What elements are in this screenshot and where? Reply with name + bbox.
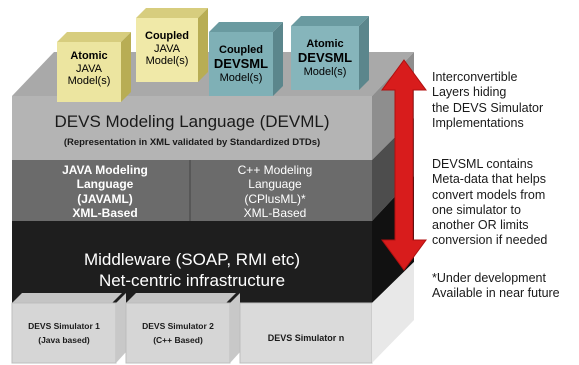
javaml-line4: XML-Based bbox=[72, 206, 138, 221]
cube-2-front bbox=[136, 18, 198, 82]
cube-atomic-java-label: Atomic JAVA Model(s) bbox=[57, 50, 121, 88]
simulator-2-box bbox=[125, 302, 231, 364]
devsml-line4: one simulator to bbox=[432, 202, 521, 217]
cube-4-line2: DEVSML bbox=[297, 49, 353, 65]
cube-1-line3: Model(s) bbox=[67, 75, 111, 88]
cube-4-side bbox=[359, 16, 369, 90]
simulator-2-line2: (C++ Based) bbox=[153, 334, 203, 345]
layers-annotation: Interconvertible Layers hiding the DEVS … bbox=[432, 70, 577, 131]
simulator-2-top bbox=[126, 293, 236, 303]
cube-4-line3: Model(s) bbox=[303, 65, 347, 78]
cube-4-top bbox=[291, 16, 369, 26]
middleware-label: Middleware (SOAP, RMI etc) Net-centric i… bbox=[12, 249, 372, 292]
devsml-line6: conversion if needed bbox=[432, 233, 548, 248]
cube-2-side bbox=[198, 8, 208, 82]
devsml-annotation: DEVSML contains Meta-data that helps con… bbox=[432, 157, 577, 249]
middleware-line2: Net-centric infrastructure bbox=[98, 271, 286, 291]
footnote-line1: *Under development bbox=[432, 271, 546, 285]
devsml-line5: another OR limits bbox=[432, 218, 529, 232]
simulator-2-side bbox=[230, 293, 240, 363]
cube-3-line1: Coupled bbox=[219, 44, 263, 56]
devsml-line2: Meta-data that helps bbox=[432, 172, 546, 187]
devml-title: DEVS Modeling Language (DEVML) bbox=[54, 112, 330, 131]
cube-4-line1: Atomic bbox=[306, 38, 344, 50]
layers-line3: the DEVS Simulator bbox=[432, 100, 544, 115]
lang-front-face bbox=[12, 160, 372, 221]
simulator-2-line1: DEVS Simulator 2 bbox=[142, 321, 214, 331]
cplusml-line2: Language bbox=[248, 177, 302, 192]
simulator-1-top bbox=[12, 293, 122, 303]
javaml-line3: (JAVAML) bbox=[77, 191, 133, 206]
simulator-1-line1: DEVS Simulator 1 bbox=[28, 321, 100, 331]
cube-atomic-devsml-label: Atomic DEVSML Model(s) bbox=[291, 38, 359, 78]
simulator-n-line1: DEVS Simulator n bbox=[267, 333, 345, 343]
simulator-n-label: DEVS Simulator n bbox=[240, 333, 372, 343]
layers-line1: Interconvertible bbox=[432, 70, 518, 84]
cube-coupled-devsml-label: Coupled DEVSML Model(s) bbox=[209, 44, 273, 84]
simulator-n-box bbox=[239, 302, 373, 364]
simulator-1-side bbox=[116, 293, 126, 363]
cube-1-side bbox=[121, 32, 131, 102]
devml-subtitle: (Representation in XML validated by Stan… bbox=[63, 137, 321, 148]
cube-coupled-java-label: Coupled JAVA Model(s) bbox=[136, 30, 198, 68]
javaml-box: JAVA Modeling Language (JAVAML) XML-Base… bbox=[40, 163, 170, 221]
footnote-annotation: *Under development Available in near fut… bbox=[432, 271, 577, 302]
cube-1-top bbox=[57, 32, 131, 42]
layers-line2: Layers hiding bbox=[432, 85, 507, 100]
cube-3-top bbox=[209, 22, 283, 32]
layers-line4: Implementations bbox=[432, 115, 524, 130]
cplusml-line4: XML-Based bbox=[243, 206, 307, 221]
cube-2-line3: Model(s) bbox=[145, 55, 189, 68]
devsml-line3: convert models from bbox=[432, 187, 546, 202]
cplusml-line1: C++ Modeling bbox=[237, 163, 313, 177]
javaml-line1: JAVA Modeling bbox=[62, 163, 148, 177]
footnote-line2: Available in near future bbox=[432, 286, 560, 301]
cube-1-front bbox=[57, 42, 121, 102]
cube-3-line2: DEVSML bbox=[213, 55, 269, 71]
cube-3-side bbox=[273, 22, 283, 96]
cube-3-front bbox=[209, 32, 273, 96]
devml-front-face bbox=[12, 96, 372, 160]
simulator-1-label: DEVS Simulator 1 (Java based) bbox=[12, 321, 116, 346]
cube-2-top bbox=[136, 8, 208, 18]
cube-3-line3: Model(s) bbox=[219, 71, 263, 84]
simulator-n-side bbox=[372, 262, 414, 363]
devsml-line1: DEVSML contains bbox=[432, 157, 533, 171]
cplusml-box: C++ Modeling Language (CPlusML)* XML-Bas… bbox=[200, 163, 350, 221]
cube-2-line2: JAVA bbox=[154, 42, 180, 55]
cube-1-line2: JAVA bbox=[76, 62, 102, 75]
simulator-2-label: DEVS Simulator 2 (C++ Based) bbox=[126, 321, 230, 346]
javaml-line2: Language bbox=[76, 177, 134, 192]
middleware-front-face bbox=[12, 221, 372, 303]
double-arrow-icon bbox=[381, 59, 427, 271]
cplusml-line3: (CPlusML)* bbox=[244, 191, 306, 206]
middleware-line1: Middleware (SOAP, RMI etc) bbox=[83, 250, 301, 269]
cube-1-line1: Atomic bbox=[70, 50, 108, 62]
cube-2-line1: Coupled bbox=[145, 30, 189, 42]
simulator-1-line2: (Java based) bbox=[38, 334, 90, 345]
cube-4-front bbox=[291, 26, 359, 90]
